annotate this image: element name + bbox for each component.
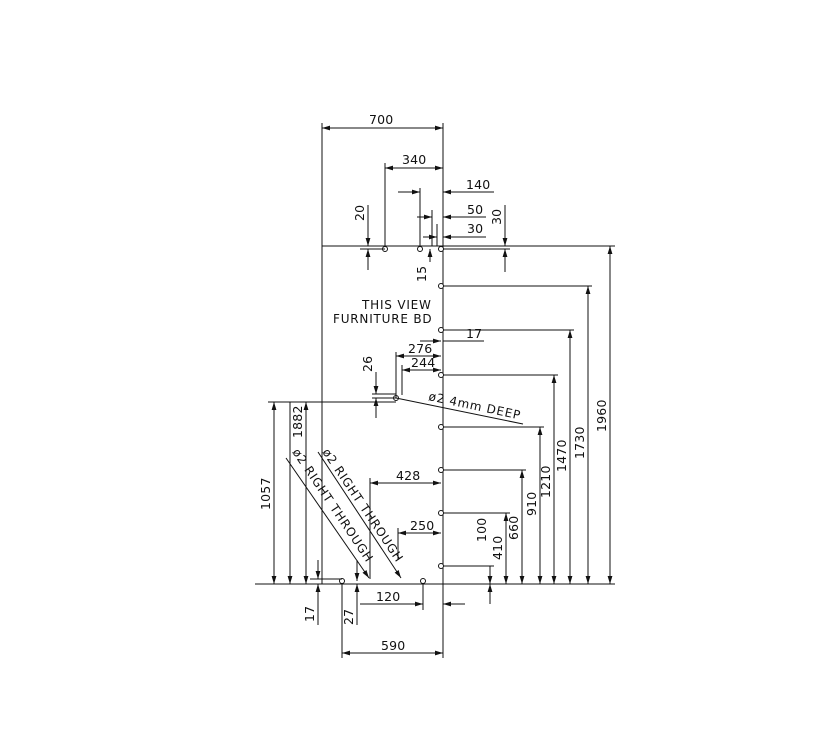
hole xyxy=(438,467,444,473)
dim-140: 140 xyxy=(466,177,490,192)
inner-dimensions: 17 276 244 428 250 120 590 xyxy=(341,326,484,658)
hole xyxy=(420,578,426,584)
dim-1057: 1057 xyxy=(258,477,273,510)
hole xyxy=(438,510,444,516)
dim-50: 50 xyxy=(467,202,483,217)
dim-700: 700 xyxy=(369,112,393,127)
hole xyxy=(438,563,444,569)
dim-410: 410 xyxy=(490,536,505,560)
dim-1960: 1960 xyxy=(594,399,609,432)
left-dimensions: 26 1057 1882 17 27 xyxy=(258,356,396,625)
dim-1730: 1730 xyxy=(572,426,587,459)
dim-428: 428 xyxy=(396,468,420,483)
dim-590: 590 xyxy=(381,638,405,653)
dim-1882: 1882 xyxy=(290,405,305,438)
dim-17-top: 17 xyxy=(466,326,482,341)
dim-276: 276 xyxy=(408,341,432,356)
hole xyxy=(438,327,444,333)
dim-26: 26 xyxy=(360,356,375,372)
dim-100: 100 xyxy=(474,518,489,542)
dim-910: 910 xyxy=(524,492,539,516)
dim-1470: 1470 xyxy=(554,439,569,472)
top-dimensions: 700 340 140 50 30 20 30 1 xyxy=(321,112,510,282)
dim-660: 660 xyxy=(506,516,521,540)
note-drill-4mm-deep: ø2 4mm DEEP xyxy=(427,389,522,422)
dim-20: 20 xyxy=(352,205,367,221)
dim-120: 120 xyxy=(376,589,400,604)
hole xyxy=(438,372,444,378)
dim-1210: 1210 xyxy=(538,465,553,498)
dim-250: 250 xyxy=(410,518,434,533)
hole xyxy=(417,246,423,252)
note-this-view: THIS VIEW xyxy=(361,298,432,312)
note-furniture-bd: FURNITURE BD xyxy=(333,312,432,326)
hole xyxy=(438,246,444,252)
right-dimensions: 1960 1730 1470 1210 910 660 410 100 xyxy=(443,246,613,604)
dim-27: 27 xyxy=(341,609,356,625)
hole xyxy=(438,424,444,430)
dim-30-b: 30 xyxy=(489,209,504,225)
dim-340: 340 xyxy=(402,152,426,167)
dim-17-bottom: 17 xyxy=(302,606,317,622)
dim-15: 15 xyxy=(414,266,429,282)
hole xyxy=(438,283,444,289)
dim-244: 244 xyxy=(411,355,435,370)
dim-30-a: 30 xyxy=(467,221,483,236)
notes: THIS VIEW FURNITURE BD xyxy=(333,298,432,326)
